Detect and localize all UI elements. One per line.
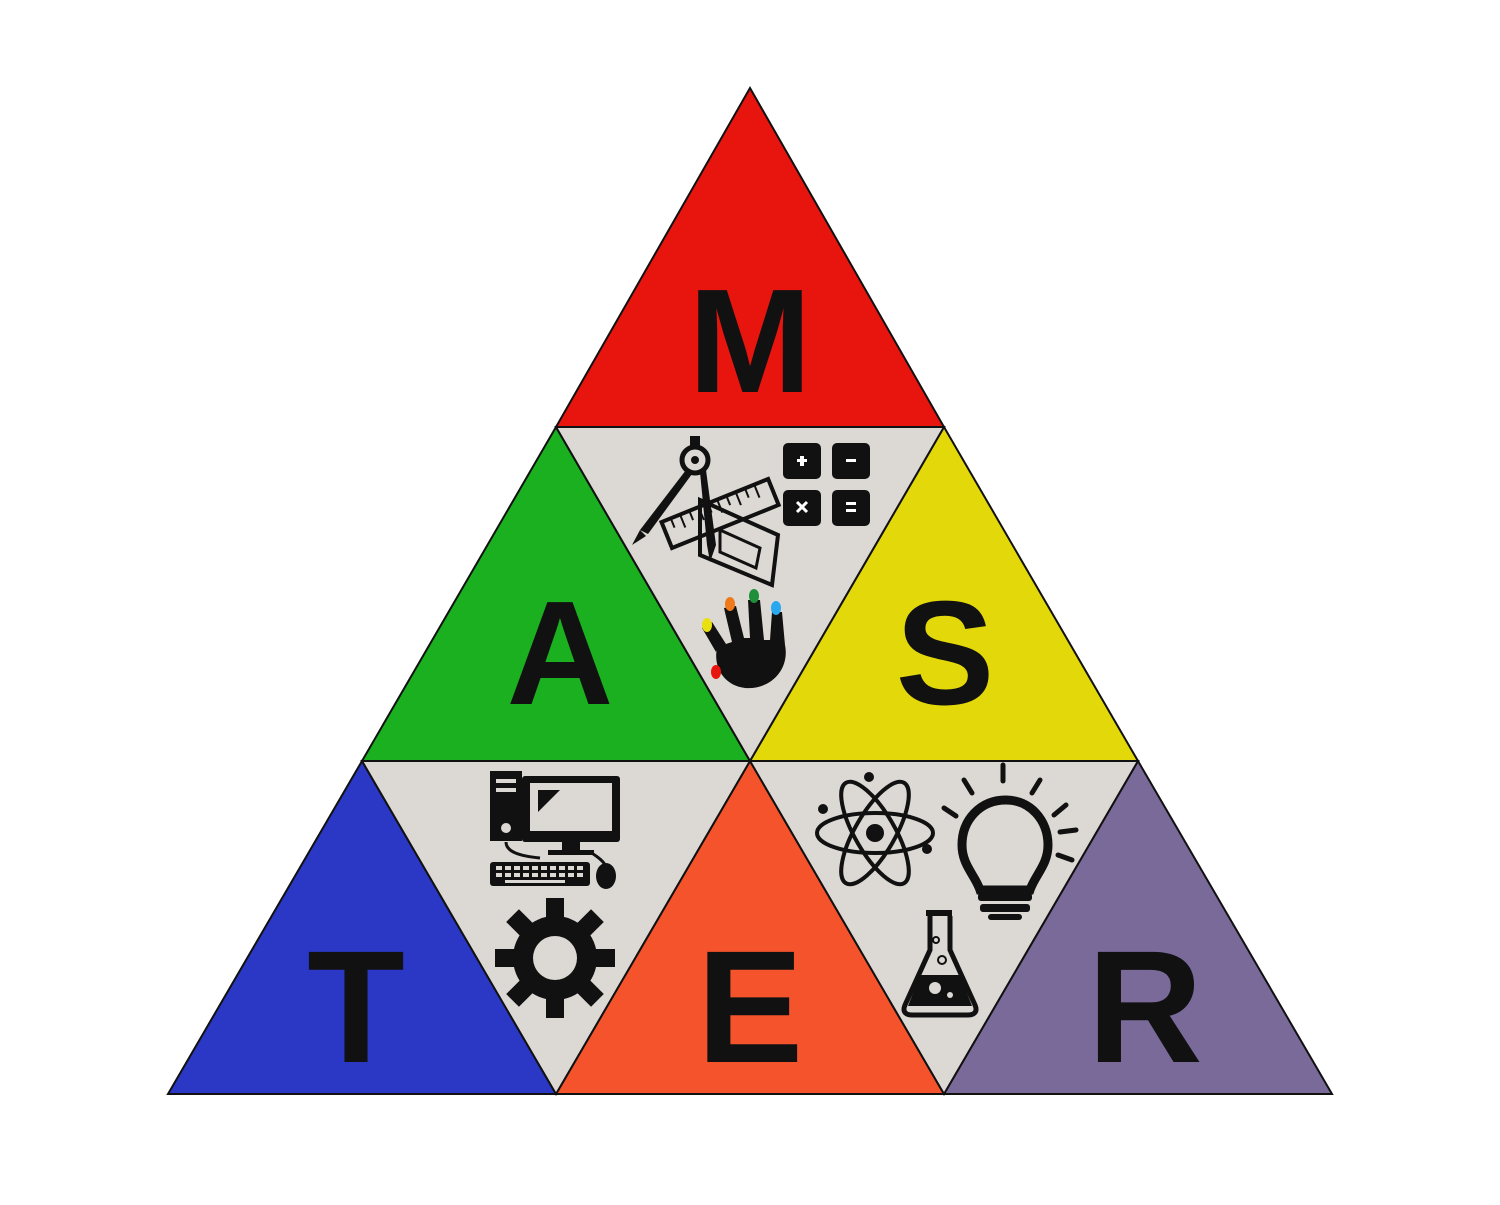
letter-m: M <box>688 259 811 424</box>
letter-s: S <box>896 571 995 736</box>
letter-e: E <box>697 917 804 1096</box>
atom-icon <box>815 772 935 887</box>
gear-icon <box>495 898 615 1018</box>
compass-ruler-protractor-icon <box>632 436 782 588</box>
flask-icon <box>901 910 979 1018</box>
desktop-computer-icon <box>490 771 620 889</box>
letter-a: A <box>507 571 614 736</box>
lightbulb-icon <box>941 762 1079 920</box>
letter-t: T <box>307 917 405 1096</box>
letter-r: R <box>1087 917 1203 1096</box>
painted-hand-icon <box>702 589 786 689</box>
calculator-operators-icon <box>783 443 870 526</box>
